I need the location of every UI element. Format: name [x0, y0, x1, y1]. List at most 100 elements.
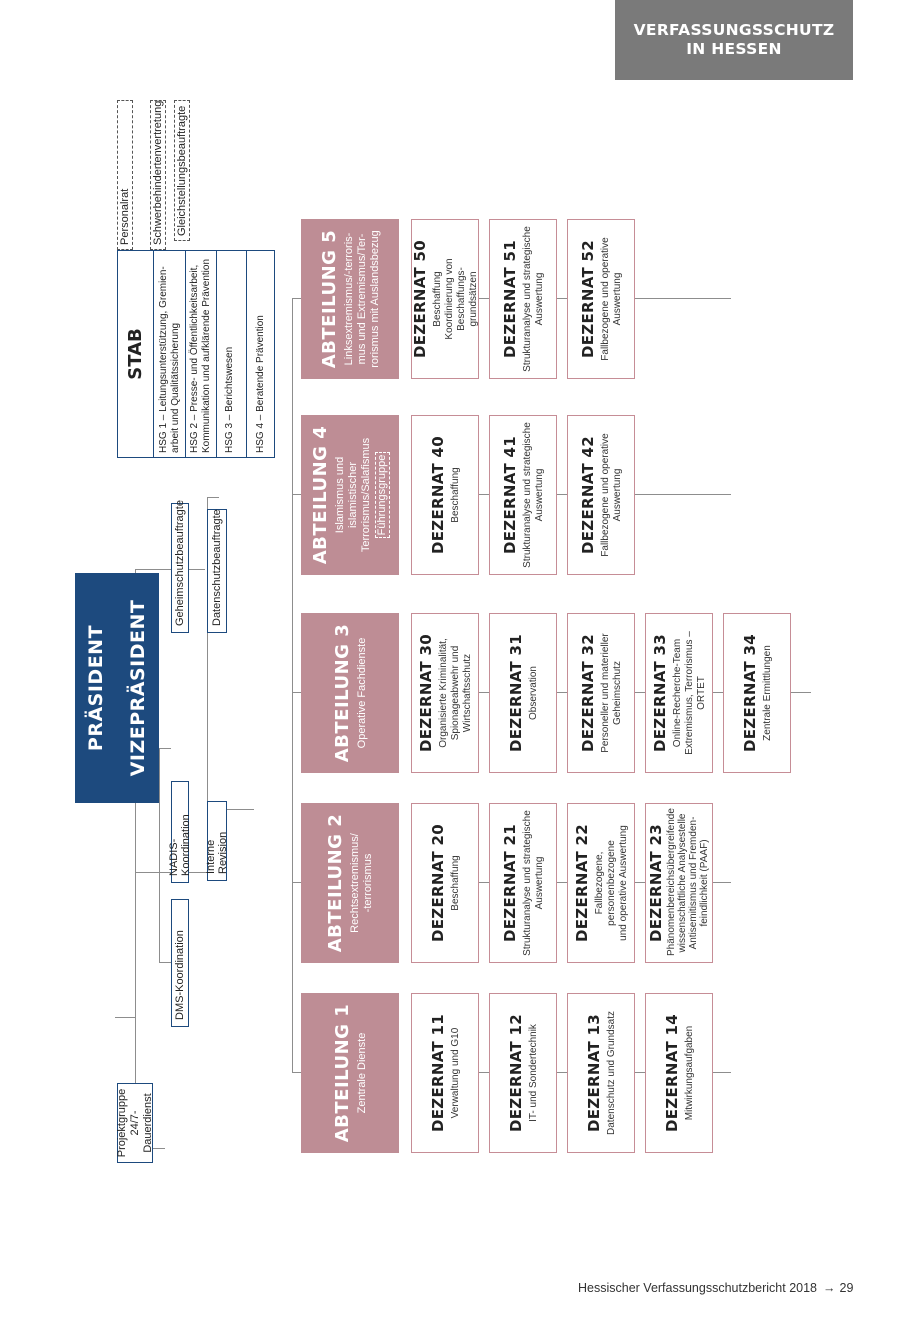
stab-separator: [185, 251, 186, 457]
division-14: DEZERNAT 14 Mitwirkungsaufgaben: [645, 993, 713, 1153]
division-51: DEZERNAT 51 Strukturanalyse und strategi…: [489, 219, 557, 379]
division-21: DEZERNAT 21 Strukturanalyse und strategi…: [489, 803, 557, 963]
division-31-title: DEZERNAT 31: [506, 634, 525, 752]
division-51-title: DEZERNAT 51: [500, 240, 519, 358]
division-33-desc-2: Extremismus, Terrorismus – ORTET: [683, 631, 707, 755]
department-3-title: ABTEILUNG 3: [331, 623, 353, 763]
stab-hsg1-line-1: HSG 1 – Leitungsunterstützung, Gremien-: [158, 266, 169, 453]
gleichstellungsbeauftragte-box: Gleichstellungsbeauftragte: [174, 100, 190, 241]
internal-revision-label: Interne Revision: [205, 831, 229, 874]
division-30-desc-2: Spionageabwehr und: [449, 645, 461, 741]
division-50-desc-2: Koordinierung von Beschaffungs-: [443, 258, 467, 340]
president-label: PRÄSIDENT: [85, 624, 107, 752]
schwerbehindertenvertretung-label: Schwerbehindertenvertretung: [152, 100, 164, 245]
stab-hsg1: HSG 1 – Leitungsunterstützung, Gremien- …: [158, 266, 181, 453]
personalrat-label: Personalrat: [119, 188, 131, 245]
project-group-line-1: Projektgruppe: [115, 1088, 128, 1158]
division-33-desc-1: Online-Recherche-Team: [671, 638, 683, 748]
vice-president-label: VIZEPRÄSIDENT: [127, 599, 149, 777]
department-1-title: ABTEILUNG 1: [331, 1003, 353, 1143]
connector: [135, 569, 205, 570]
division-31: DEZERNAT 31 Observation: [489, 613, 557, 773]
arrow-right-icon: →: [823, 1281, 836, 1295]
president-box: PRÄSIDENT: [75, 573, 117, 803]
division-34-desc: Zentrale Ermittlungen: [761, 645, 773, 741]
division-12-desc: IT- und Sondertechnik: [527, 1024, 539, 1122]
division-30: DEZERNAT 30 Organisierte Kriminalität, S…: [411, 613, 479, 773]
footer-page-number: →29: [823, 1281, 853, 1295]
division-23-desc-4: feindlichkeit (PAAF): [698, 839, 710, 927]
connector: [159, 748, 171, 749]
division-23-title: DEZERNAT 23: [646, 824, 665, 942]
department-5-subtitle-2: mus und Extremismus/Ter-: [355, 233, 368, 365]
division-32-desc-1: Personeller und materieller: [599, 633, 611, 753]
geheimschutz-label: Geheimschutzbeauftragte: [174, 500, 186, 626]
department-4-subtitle-2: Terrorismus/Salafismus: [360, 437, 372, 553]
department-5: ABTEILUNG 5 Linksextremismus/-terroris- …: [301, 219, 399, 379]
division-42-desc-1: Fallbezogene und operative: [599, 433, 611, 557]
division-50: DEZERNAT 50 Beschaffung Koordinierung vo…: [411, 219, 479, 379]
division-23: DEZERNAT 23 Phänomenbereichsübergreifend…: [645, 803, 713, 963]
datenschutz-box: Datenschutzbeauftragte: [207, 509, 227, 633]
division-41-desc-1: Strukturanalyse und strategische: [521, 422, 533, 568]
division-40-desc: Beschaffung: [449, 467, 461, 523]
project-group-line-2: 24/7-Dauerdienst: [128, 1093, 154, 1153]
personalrat-box: Personalrat: [117, 100, 133, 250]
division-13-title: DEZERNAT 13: [584, 1014, 603, 1132]
stab-separator: [246, 251, 247, 457]
department-4-fuehrungsgruppe: Führungsgruppe: [375, 451, 390, 539]
division-50-desc-1: Beschaffung: [431, 271, 443, 327]
department-1: ABTEILUNG 1 Zentrale Dienste: [301, 993, 399, 1153]
division-52: DEZERNAT 52 Fallbezogene und operative A…: [567, 219, 635, 379]
division-20-title: DEZERNAT 20: [428, 824, 447, 942]
department-2-title: ABTEILUNG 2: [325, 813, 346, 953]
connector: [292, 692, 301, 693]
division-42-desc-2: Auswertung: [611, 468, 623, 522]
division-21-desc-1: Strukturanalyse und strategische: [521, 810, 533, 956]
division-22-title: DEZERNAT 22: [572, 824, 591, 942]
geheimschutz-box: Geheimschutzbeauftragte: [171, 500, 189, 633]
division-12: DEZERNAT 12 IT- und Sondertechnik: [489, 993, 557, 1153]
division-50-desc-3: grundsätzen: [467, 271, 479, 327]
project-group-box: Projektgruppe 24/7-Dauerdienst: [115, 1083, 154, 1163]
division-42: DEZERNAT 42 Fallbezogene und operative A…: [567, 415, 635, 575]
stab-separator: [216, 251, 217, 457]
division-32: DEZERNAT 32 Personeller und materieller …: [567, 613, 635, 773]
page-number: 29: [839, 1281, 854, 1295]
division-14-title: DEZERNAT 14: [662, 1014, 681, 1132]
department-2: ABTEILUNG 2 Rechtsextremismus/ -terroris…: [301, 803, 399, 963]
org-chart: Projektgruppe 24/7-Dauerdienst PRÄSIDENT…: [75, 95, 811, 1173]
connector: [292, 299, 293, 1073]
stab-hsg3: HSG 3 – Berichtswesen: [224, 346, 235, 453]
division-42-title: DEZERNAT 42: [578, 436, 597, 554]
connector: [159, 962, 171, 963]
division-20: DEZERNAT 20 Beschaffung: [411, 803, 479, 963]
connector: [159, 749, 160, 963]
footer-title: Hessischer Verfassungsschutzbericht 2018: [578, 1281, 818, 1295]
division-41: DEZERNAT 41 Strukturanalyse und strategi…: [489, 415, 557, 575]
department-5-title: ABTEILUNG 5: [318, 229, 340, 369]
department-4-subtitle-1: Islamismus und islamistischer: [334, 456, 359, 534]
connector: [292, 1072, 301, 1073]
division-52-title: DEZERNAT 52: [578, 240, 597, 358]
division-34-title: DEZERNAT 34: [740, 634, 759, 752]
division-23-desc-3: Antisemitismus und Fremden-: [687, 816, 699, 950]
connector: [207, 497, 219, 498]
nadis-coordination-label: NADIS-Koordination: [168, 814, 192, 876]
nadis-coordination-box: NADIS-Koordination: [168, 781, 192, 883]
stab-title: STAB: [118, 251, 154, 457]
division-20-desc: Beschaffung: [449, 855, 461, 911]
division-51-desc-2: Auswertung: [533, 272, 545, 326]
division-52-desc-2: Auswertung: [611, 272, 623, 326]
header-line-1: VERFASSUNGSSCHUTZ: [633, 21, 835, 39]
stab-hsg2-line-1: HSG 2 – Presse- und Öffentlichkeitsarbei…: [189, 264, 200, 453]
schwerbehindertenvertretung-box: Schwerbehindertenvertretung: [150, 100, 166, 250]
gleichstellungsbeauftragte-label: Gleichstellungsbeauftragte: [176, 105, 188, 236]
division-33: DEZERNAT 33 Online-Recherche-Team Extrem…: [645, 613, 713, 773]
division-41-title: DEZERNAT 41: [500, 436, 519, 554]
division-11-desc: Verwaltung und G10: [449, 1027, 461, 1119]
connector: [292, 882, 301, 883]
stab-hsg4: HSG 4 – Beratende Prävention: [255, 315, 266, 453]
department-1-subtitle: Zentrale Dienste: [355, 1032, 368, 1114]
department-5-subtitle-3: rorismus mit Auslandsbezug: [368, 230, 381, 368]
